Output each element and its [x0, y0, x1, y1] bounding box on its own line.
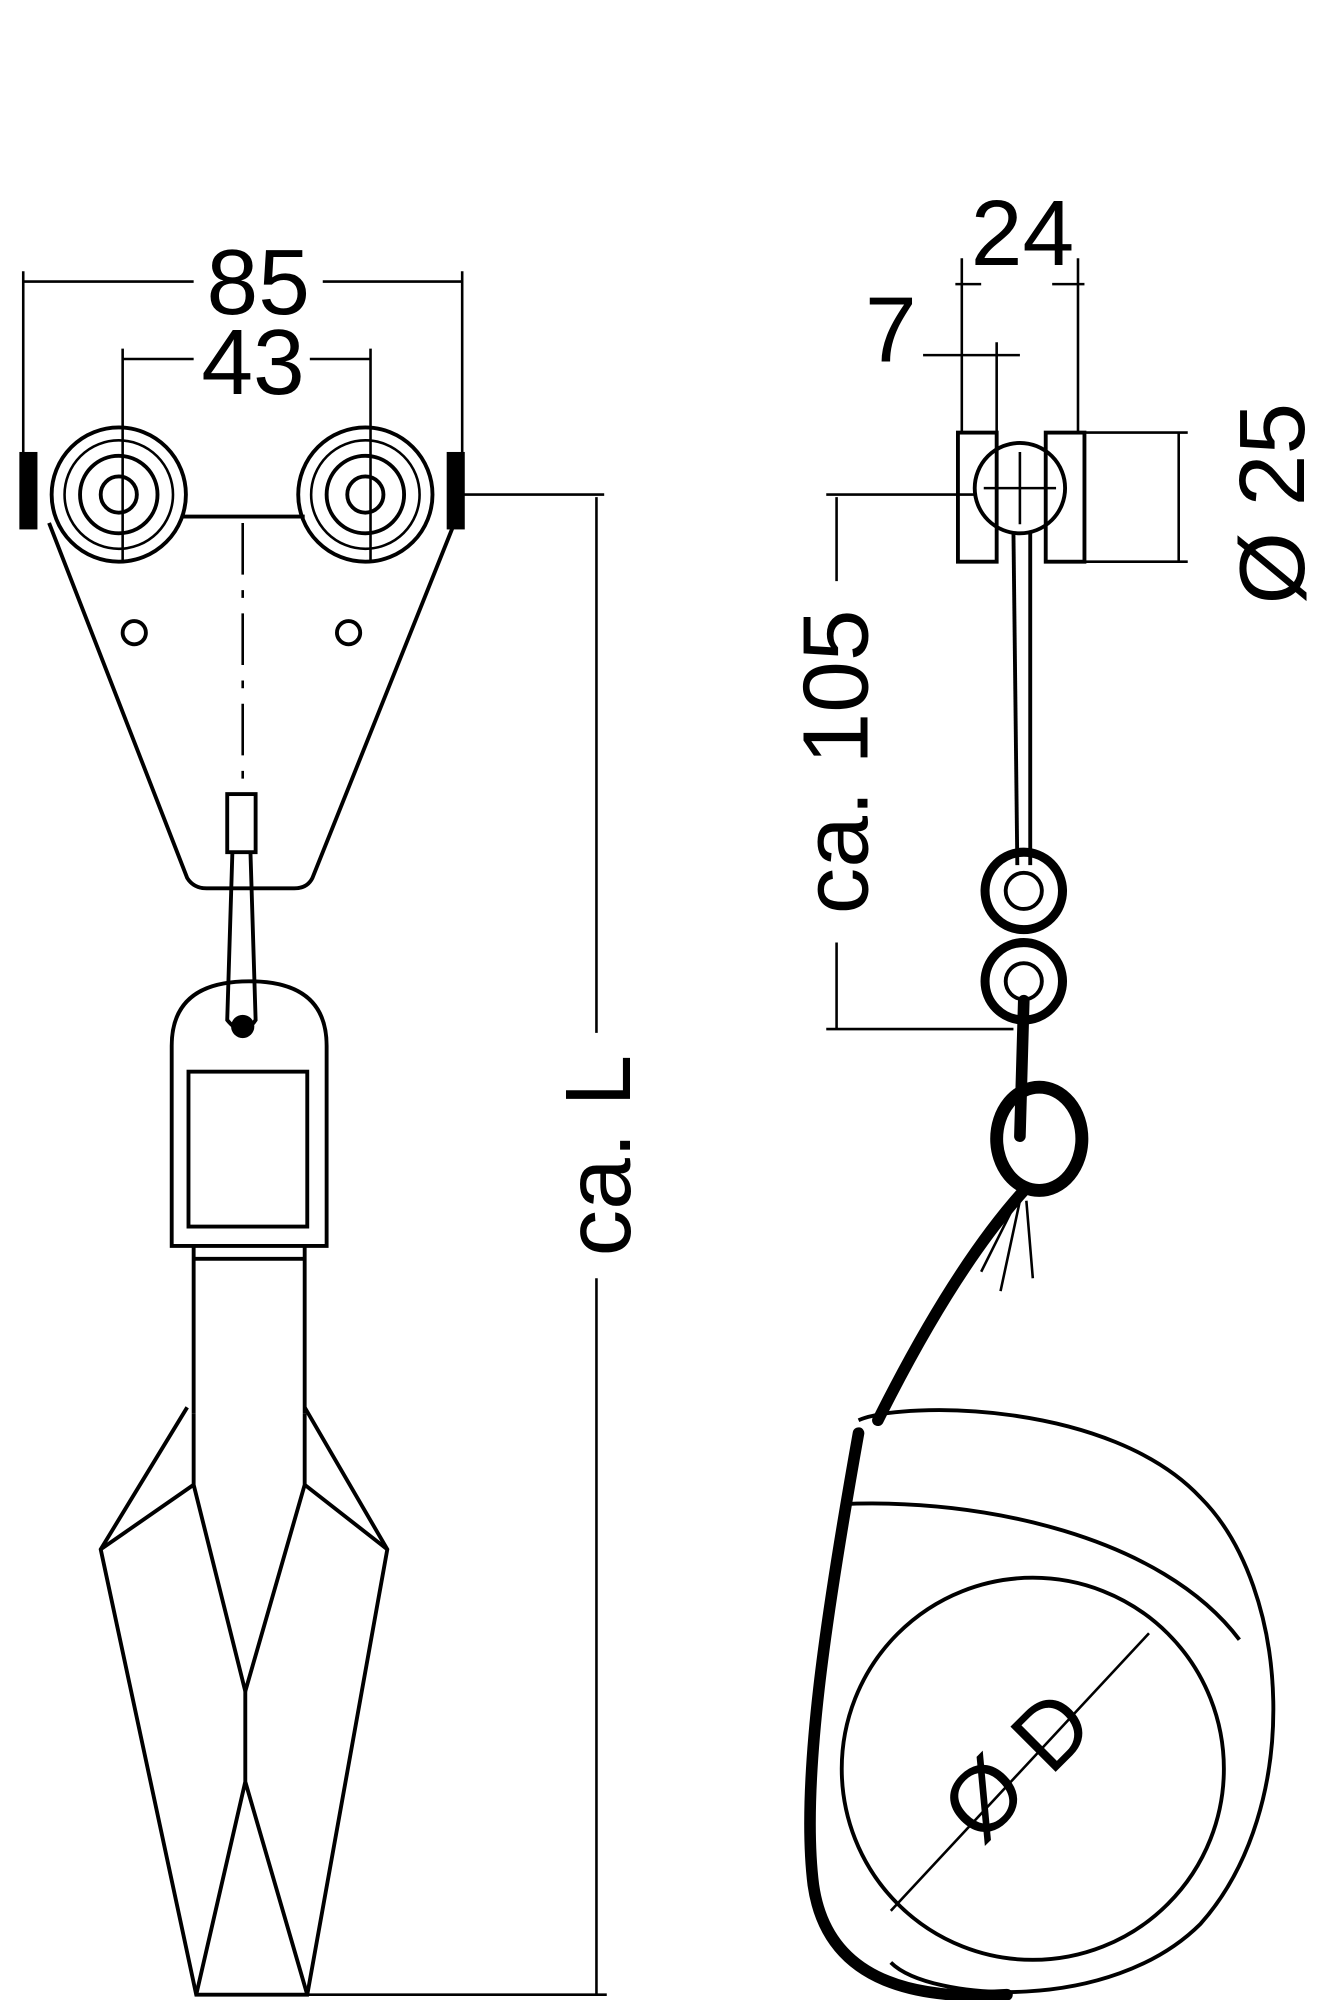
rivet-right [335, 619, 363, 647]
dim-7-label: 7 [865, 278, 917, 382]
axle-cap-right [446, 451, 465, 530]
anchor-body [98, 1245, 390, 1997]
trolley-plate [47, 522, 457, 891]
dimension-ball-diameter: Ø 25 [1084, 403, 1322, 605]
link [225, 852, 258, 1032]
dimension-cord-length: ca. 105 [784, 493, 1014, 1031]
knot-loop [990, 1080, 1089, 1197]
rivet-left [120, 619, 148, 647]
dim-ball-diameter-label: Ø 25 [1220, 403, 1322, 605]
clamp-right [1043, 430, 1087, 564]
clamp-left [955, 430, 999, 564]
buoy: Ø D [804, 1408, 1276, 2000]
dim-43-label: 43 [201, 310, 304, 414]
shackle [225, 792, 258, 855]
dimension-7: 7 [865, 278, 1020, 433]
anchor-tag [169, 979, 329, 1248]
ball [972, 440, 1068, 536]
dim-85-label: 85 [207, 230, 310, 334]
wheel-left [49, 425, 188, 564]
dimension-length: ca. L [307, 493, 650, 1997]
dim-24-label: 24 [971, 181, 1074, 285]
axle-cap-left [19, 451, 38, 530]
dim-buoy-diameter-label: Ø D [921, 1670, 1111, 1860]
left-view-anchor-trolley: 85 43 [19, 230, 650, 1997]
dimension-24: 24 [955, 181, 1085, 433]
right-view-buoy: 24 7 Ø 25 ca. 105 [784, 181, 1322, 2000]
dim-cord-length-label: ca. 105 [784, 609, 888, 914]
dimension-85: 85 [21, 230, 464, 452]
dimension-43: 43 [121, 310, 372, 562]
rope [872, 1182, 1033, 1427]
dim-length-label: ca. L [546, 1055, 650, 1257]
wheel-right [296, 425, 435, 564]
